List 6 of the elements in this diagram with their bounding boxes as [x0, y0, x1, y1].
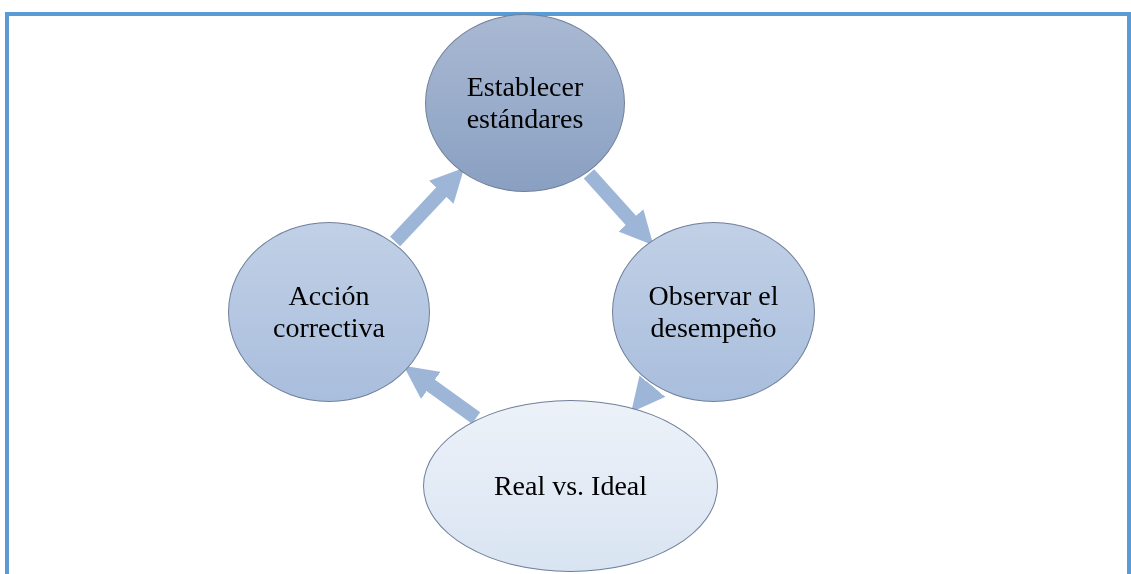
node-label: Acción correctiva — [272, 280, 386, 344]
node-label: Establecer estándares — [465, 71, 585, 135]
block-arrow — [390, 167, 465, 247]
node-label: Observar el desempeño — [647, 280, 780, 344]
block-arrow — [583, 169, 654, 246]
node-label: Real vs. Ideal — [492, 470, 649, 502]
